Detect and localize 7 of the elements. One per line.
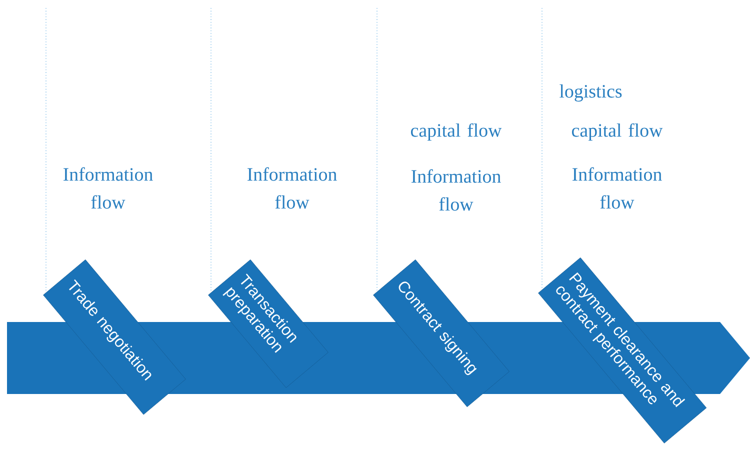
flow-label: Information flow [572,167,662,209]
flow-label: logistics [560,84,622,102]
flow-label: Information flow [411,169,501,211]
flow-label: Information flow [63,167,153,209]
flow-label: capital flow [411,123,502,141]
flow-label: Information flow [247,167,337,209]
flow-label: capital flow [572,123,663,141]
